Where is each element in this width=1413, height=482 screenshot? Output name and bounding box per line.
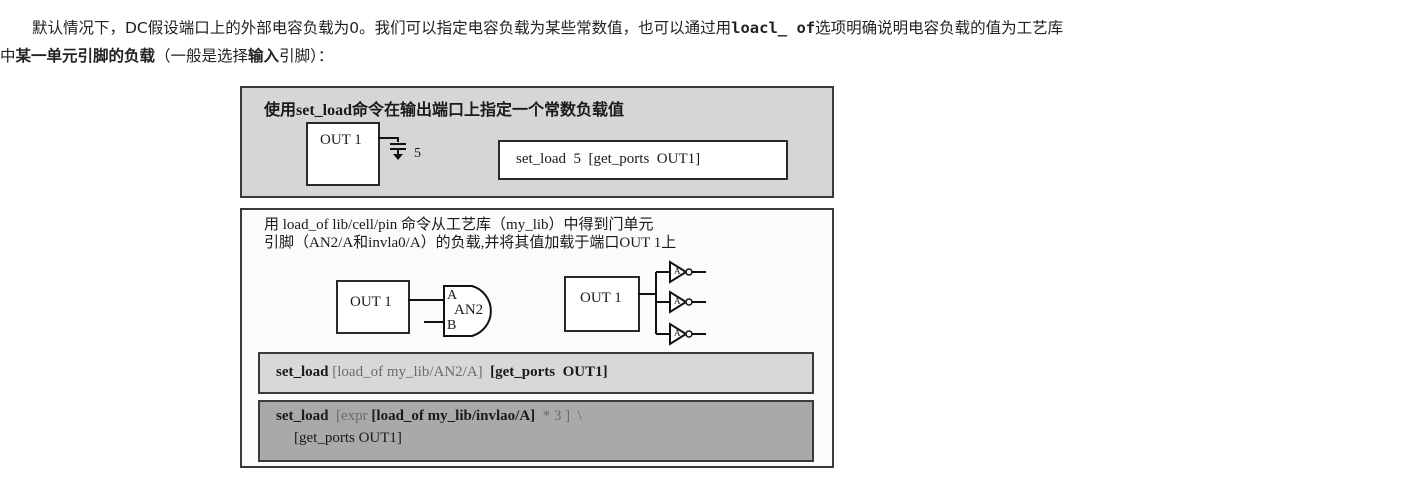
- gate-pin-b: B: [447, 318, 457, 333]
- inline-code: loacl_ of: [731, 19, 816, 37]
- paragraph-text: 引脚）：: [279, 47, 334, 65]
- load-of-command-box: set_load [load_of my_lib/AN2/A] [get_por…: [258, 352, 814, 394]
- inverter-pin: A: [674, 296, 681, 306]
- bold-text: 输入: [248, 47, 280, 65]
- panel-title: 用 load_of lib/cell/pin 命令从工艺库（my_lib）中得到…: [264, 216, 676, 252]
- out1-port-box: OUT 1: [336, 280, 410, 334]
- command-keyword: set_load: [276, 364, 329, 380]
- inverter-pin: A: [674, 328, 681, 338]
- gate-pin-a: A: [447, 288, 458, 303]
- out1-port-box: OUT 1: [306, 122, 380, 186]
- expr-command-box: set_load [expr [load_of my_lib/invlao/A]…: [258, 400, 814, 462]
- gate-label: AN2: [454, 302, 484, 318]
- command-text: set_load [load_of my_lib/AN2/A] [get_por…: [276, 364, 608, 381]
- paragraph-text: （一般是选择: [155, 47, 249, 65]
- load-of-panel: 用 load_of lib/cell/pin 命令从工艺库（my_lib）中得到…: [240, 208, 834, 468]
- command-text: set_load 5 [get_ports OUT1]: [516, 151, 701, 167]
- constant-load-panel: 使用set_load命令在输出端口上指定一个常数负载值 OUT 1 5 set_…: [240, 86, 834, 198]
- command-arg: [expr: [336, 408, 368, 424]
- inverter-fanout-icon: [638, 260, 706, 346]
- paragraph-line-2: 中某一单元引脚的负载（一般是选择输入引脚）：: [0, 42, 1405, 70]
- set-load-command-box: set_load 5 [get_ports OUT1]: [498, 140, 788, 180]
- cap-value: 5: [414, 146, 421, 161]
- title-line: 引脚（AN2/A和invla0/A）的负载,并将其值加载于端口OUT 1上: [264, 235, 677, 251]
- command-arg: [get_ports OUT1]: [490, 364, 608, 380]
- capacitor-icon: [378, 137, 406, 160]
- and-gate-icon: [408, 285, 492, 337]
- paragraph-line-1: 默认情况下，DC假设端口上的外部电容负载为0。我们可以指定电容负载为某些常数值，…: [0, 14, 1405, 42]
- command-keyword: set_load: [276, 408, 329, 424]
- port-label: OUT 1: [320, 132, 362, 148]
- paragraph-text: 中: [0, 47, 16, 65]
- inverter-pin: A: [674, 266, 681, 276]
- panel-title: 使用set_load命令在输出端口上指定一个常数负载值: [264, 102, 625, 119]
- port-label: OUT 1: [350, 294, 392, 310]
- paragraph-text: 默认情况下，DC假设端口上的外部电容负载为0。我们可以指定电容负载为某些常数值，…: [32, 19, 732, 37]
- out1-port-box: OUT 1: [564, 276, 640, 332]
- port-label: OUT 1: [580, 290, 622, 306]
- command-arg: [load_of my_lib/AN2/A]: [332, 364, 483, 380]
- command-continuation: [get_ports OUT1]: [294, 430, 402, 446]
- command-arg: [load_of my_lib/invlao/A]: [371, 408, 536, 424]
- command-text: set_load [expr [load_of my_lib/invlao/A]…: [276, 408, 582, 425]
- set-load-figure: 使用set_load命令在输出端口上指定一个常数负载值 OUT 1 5 set_…: [240, 86, 836, 472]
- bold-text: 某一单元引脚的负载: [15, 47, 156, 65]
- command-arg: * 3 ] \: [542, 408, 582, 424]
- title-line: 用 load_of lib/cell/pin 命令从工艺库（my_lib）中得到…: [264, 217, 654, 233]
- paragraph-text: 选项明确说明电容负载的值为工艺库: [815, 19, 1064, 37]
- intro-paragraph: 默认情况下，DC假设端口上的外部电容负载为0。我们可以指定电容负载为某些常数值，…: [0, 14, 1405, 70]
